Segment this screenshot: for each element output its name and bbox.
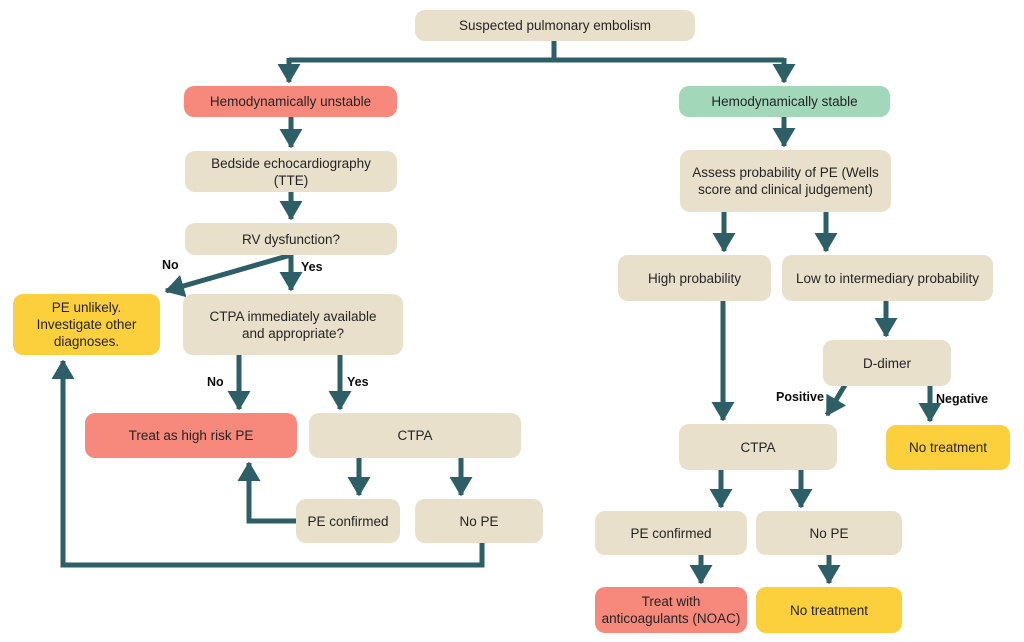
- node-no-pe-left: No PE: [415, 499, 543, 543]
- node-high-probability: High probability: [618, 255, 771, 301]
- node-assess-probability: Assess probability of PE (Wells score an…: [680, 150, 891, 212]
- node-pe-unlikely: PE unlikely. Investigate other diagnoses…: [13, 294, 160, 355]
- label-ctpa-yes: Yes: [347, 375, 369, 389]
- label-ddimer-negative: Negative: [936, 392, 989, 406]
- edge-peconfirmed-treat: [237, 461, 296, 524]
- node-ctpa-left: CTPA: [309, 413, 521, 458]
- node-treat-high-risk: Treat as high risk PE: [85, 413, 297, 458]
- edge-rv-no-diagonal: [164, 252, 292, 298]
- node-pe-confirmed-left: PE confirmed: [296, 499, 400, 543]
- edge-nope-loop-peunlikely: [51, 359, 485, 568]
- label-rv-no: No: [162, 258, 179, 272]
- node-no-pe-right: No PE: [756, 511, 902, 555]
- node-no-treatment-bottom: No treatment: [756, 587, 902, 633]
- node-suspected-pe: Suspected pulmonary embolism: [415, 10, 695, 41]
- node-low-intermediary-probability: Low to intermediary probability: [782, 255, 993, 301]
- node-hemodynamically-unstable: Hemodynamically unstable: [184, 86, 397, 117]
- node-bedside-echo: Bedside echocardiography (TTE): [185, 151, 397, 192]
- node-ctpa-right: CTPA: [679, 424, 837, 470]
- node-hemodynamically-stable: Hemodynamically stable: [679, 86, 890, 117]
- node-rv-dysfunction: RV dysfunction?: [185, 223, 397, 255]
- node-no-treatment-right: No treatment: [886, 425, 1010, 470]
- node-ctpa-available: CTPA immediately available and appropria…: [183, 294, 403, 355]
- node-pe-confirmed-right: PE confirmed: [595, 511, 747, 555]
- node-d-dimer: D-dimer: [823, 340, 951, 386]
- label-ctpa-no: No: [207, 375, 224, 389]
- label-rv-yes: Yes: [301, 260, 323, 274]
- edge-ddimer-positive-diagonal: [824, 383, 848, 417]
- label-ddimer-positive: Positive: [776, 390, 824, 404]
- node-treat-noac: Treat with anticoagulants (NOAC): [595, 587, 747, 633]
